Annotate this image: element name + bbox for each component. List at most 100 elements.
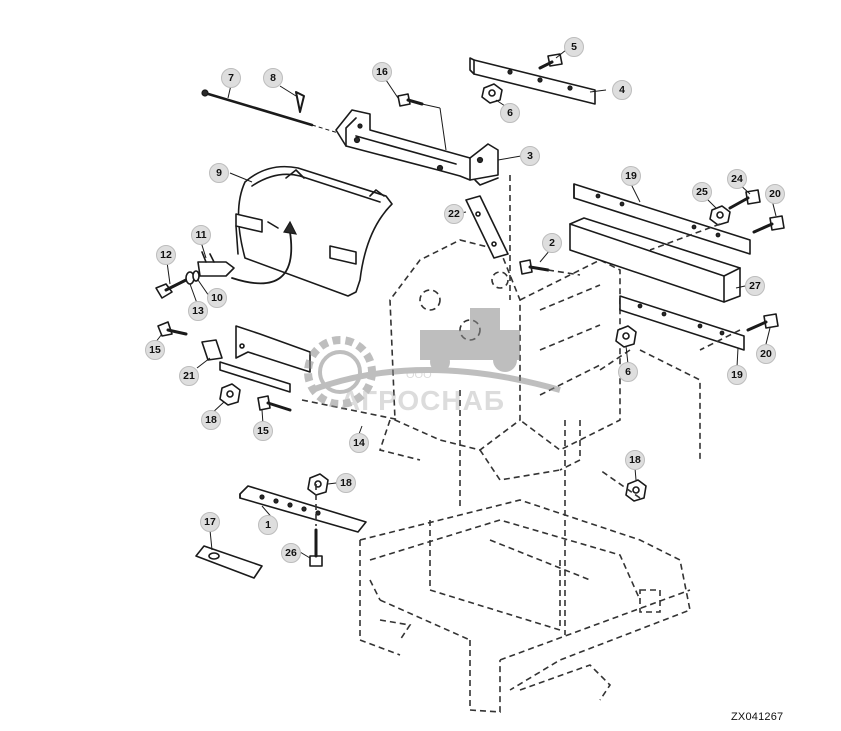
- part-19-strip-upper: [573, 183, 751, 255]
- callout-20-lower-label: 20: [760, 348, 772, 360]
- callout-15-lower-label: 15: [257, 425, 269, 437]
- part-24-bolt: [728, 189, 761, 210]
- part-19-strip-lower: [619, 295, 745, 351]
- part-12-bolt: [155, 278, 188, 299]
- part-18-nut-left: [219, 383, 241, 406]
- part-26-bolt: [309, 528, 323, 567]
- callout-27-label: 27: [749, 280, 761, 292]
- part-4-flat-strip: [469, 57, 596, 105]
- callout-18-right: 18: [625, 450, 645, 470]
- callout-26: 26: [281, 543, 301, 563]
- callout-13-label: 13: [192, 305, 204, 317]
- callout-2: 2: [542, 233, 562, 253]
- callout-5-label: 5: [571, 41, 577, 53]
- callout-15-upper-label: 15: [149, 344, 161, 356]
- part-6-nut-upper: [481, 83, 503, 104]
- part-6-nut-lower: [615, 325, 637, 348]
- callout-6-upper: 6: [500, 103, 520, 123]
- callout-6-lower-label: 6: [625, 366, 631, 378]
- callout-4-label: 4: [619, 84, 625, 96]
- callout-16: 16: [372, 62, 392, 82]
- callout-leaders: [154, 49, 777, 559]
- callout-10: 10: [207, 288, 227, 308]
- callout-1-label: 1: [265, 519, 271, 531]
- callout-7-label: 7: [228, 72, 234, 84]
- callout-19-lower: 19: [727, 365, 747, 385]
- callout-15-lower: 15: [253, 421, 273, 441]
- callout-19-upper: 19: [621, 166, 641, 186]
- part-16-bolt: [397, 93, 447, 151]
- callout-25: 25: [692, 182, 712, 202]
- callout-17-label: 17: [204, 516, 216, 528]
- callout-8-label: 8: [270, 72, 276, 84]
- part-8-clip: [295, 91, 305, 113]
- callout-8: 8: [263, 68, 283, 88]
- part-25-nut: [709, 205, 731, 226]
- assembly-guides: [301, 223, 741, 526]
- callout-15-upper: 15: [145, 340, 165, 360]
- callout-14: 14: [349, 433, 369, 453]
- part-22-strip: [465, 195, 509, 259]
- watermark-prefix: ООО: [406, 369, 432, 381]
- callout-21-label: 21: [183, 370, 195, 382]
- callout-13: 13: [188, 301, 208, 321]
- callout-22: 22: [444, 204, 464, 224]
- callout-18-right-label: 18: [629, 454, 641, 466]
- callout-16-label: 16: [376, 66, 388, 78]
- callout-19-lower-label: 19: [731, 369, 743, 381]
- callout-6-upper-label: 6: [507, 107, 513, 119]
- part-2-bolt: [519, 259, 550, 275]
- gear-logo: [304, 336, 561, 408]
- callout-27: 27: [745, 276, 765, 296]
- part-10-washer: [192, 270, 200, 282]
- callout-22-label: 22: [448, 208, 460, 220]
- callout-20-upper-label: 20: [769, 188, 781, 200]
- callout-25-label: 25: [696, 186, 708, 198]
- callout-9-label: 9: [216, 167, 222, 179]
- callout-21: 21: [179, 366, 199, 386]
- part-9-cover-panel: [235, 165, 393, 297]
- tractor-logo: [420, 308, 520, 372]
- callout-19-upper-label: 19: [625, 170, 637, 182]
- part-17-plate: [195, 545, 263, 579]
- tractor-frame-outline: [359, 175, 701, 713]
- part-3-bracket-rail: [335, 109, 499, 186]
- watermark-company: АГРОСНАБ: [340, 385, 505, 416]
- callout-26-label: 26: [285, 547, 297, 559]
- callout-7: 7: [221, 68, 241, 88]
- install-arrow: [231, 220, 298, 285]
- part-18-nut-bottom: [307, 473, 329, 496]
- callout-17: 17: [200, 512, 220, 532]
- callout-3-label: 3: [527, 150, 533, 162]
- part-11-latch: [197, 251, 235, 277]
- callout-12-label: 12: [160, 249, 172, 261]
- company-watermark: ООО АГРОСНАБ: [304, 308, 561, 416]
- part-1-perforated-bar: [239, 485, 367, 533]
- figure-id: ZX041267: [731, 711, 784, 723]
- part-27-angle-bar: [569, 217, 741, 303]
- callout-18-bottom-label: 18: [340, 477, 352, 489]
- callout-20-lower: 20: [756, 344, 776, 364]
- callout-9: 9: [209, 163, 229, 183]
- callout-10-label: 10: [211, 292, 223, 304]
- callout-24: 24: [727, 169, 747, 189]
- part-20-bolt-upper: [752, 215, 785, 234]
- callout-5: 5: [564, 37, 584, 57]
- part-15-bolt-lower: [257, 395, 292, 412]
- callout-14-label: 14: [353, 437, 365, 449]
- part-18-nut-right: [625, 479, 647, 502]
- part-21-bracket: [201, 325, 311, 393]
- part-20-bolt-lower: [746, 313, 779, 332]
- callout-18-left-label: 18: [205, 414, 217, 426]
- callout-6-lower: 6: [618, 362, 638, 382]
- part-5-bolt: [538, 53, 563, 70]
- callout-4: 4: [612, 80, 632, 100]
- callout-3: 3: [520, 146, 540, 166]
- part-7-pin: [201, 89, 346, 136]
- callout-2-label: 2: [549, 237, 555, 249]
- callout-11-label: 11: [195, 229, 206, 241]
- part-15-bolt-upper: [157, 321, 188, 337]
- callout-12: 12: [156, 245, 176, 265]
- callout-18-bottom: 18: [336, 473, 356, 493]
